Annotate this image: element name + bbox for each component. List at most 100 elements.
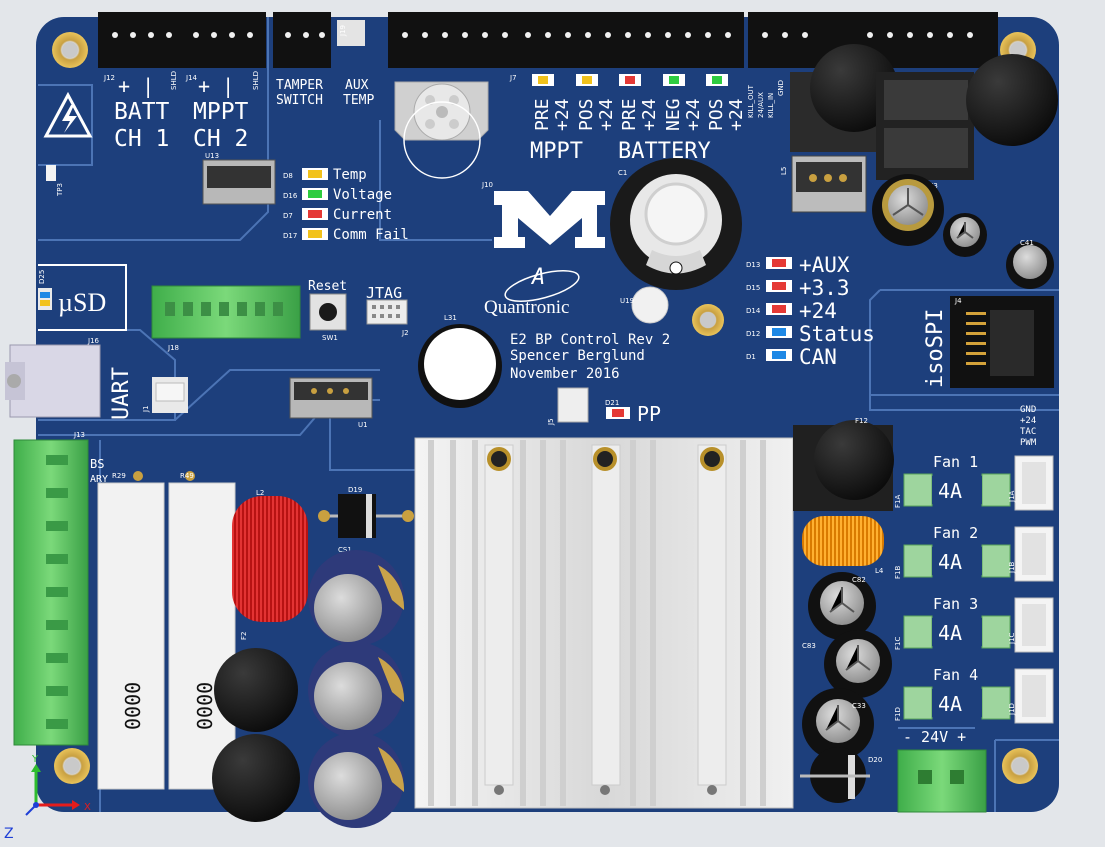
v24-label: - 24V + bbox=[903, 728, 966, 746]
relay-label-bottom: +24 bbox=[596, 98, 617, 131]
top-connector-headers bbox=[98, 12, 998, 68]
refdes-l2: L2 bbox=[256, 489, 264, 497]
rail-led-label: +AUX bbox=[799, 253, 850, 277]
u19-component bbox=[631, 286, 669, 324]
fan-fuse-refdes: F1D bbox=[894, 707, 902, 721]
status-led-label: Voltage bbox=[333, 187, 392, 203]
status-led-refdes: D16 bbox=[283, 192, 298, 200]
fan-fuse-holder bbox=[903, 544, 933, 578]
refdes-f2: F2 bbox=[240, 632, 248, 640]
l2-toroid-inductor: L2 bbox=[232, 489, 308, 622]
fan-fuse-holder bbox=[903, 686, 933, 720]
refdes-j5: J5 bbox=[547, 418, 555, 426]
j11-small-connector: J1 bbox=[142, 377, 188, 413]
refdes-d25: D25 bbox=[38, 270, 46, 284]
board-author: Spencer Berglund bbox=[510, 348, 645, 364]
fan-header-pin-label: PWM bbox=[1020, 438, 1037, 448]
refdes-j1: J1 bbox=[142, 405, 150, 413]
relay-label-top: POS bbox=[706, 98, 727, 131]
refdes-c41: C41 bbox=[1020, 239, 1034, 247]
shld-label-1: SHLD bbox=[170, 71, 178, 90]
fan-fuse-rating: 4A bbox=[938, 550, 962, 574]
quantronic-logo: A Quantronic bbox=[484, 265, 580, 318]
refdes-j19: J19 bbox=[339, 25, 347, 37]
j10-circular-connector: J10 bbox=[394, 81, 493, 189]
relay-label-bottom: +24 bbox=[552, 98, 573, 131]
refdes-j12: J12 bbox=[103, 74, 115, 82]
gnd-top-label: GND bbox=[777, 80, 785, 96]
status-led-label: Temp bbox=[333, 167, 367, 183]
status-led-lens bbox=[308, 190, 322, 198]
shld-label-2: SHLD bbox=[252, 71, 260, 90]
fan-label: Fan 4 bbox=[933, 666, 978, 684]
fan-connector-refdes: J1C bbox=[1008, 632, 1016, 645]
r49-power-resistor: R49 0000 bbox=[168, 471, 236, 790]
status-led-lens bbox=[308, 210, 322, 218]
j4-isospi-jack: J4 bbox=[950, 296, 1054, 388]
uart-connector: J16 UART bbox=[5, 337, 134, 420]
refdes-u13: U13 bbox=[205, 152, 219, 160]
fan-fuse bbox=[932, 547, 982, 575]
refdes-sw1: SW1 bbox=[322, 334, 338, 342]
axis-z-label: Z bbox=[4, 826, 14, 842]
fan-fuse-refdes: F1A bbox=[894, 495, 902, 508]
refdes-c33: C33 bbox=[852, 702, 866, 710]
rail-led-label: +3.3 bbox=[799, 276, 850, 300]
status-led-label: Comm Fail bbox=[333, 227, 409, 243]
rail-led-lens bbox=[772, 282, 786, 290]
right-power-section: F12 L4 C82 C83 C33 D20 bbox=[793, 417, 894, 803]
relay-led-lens bbox=[582, 76, 592, 84]
rail-led-refdes: D13 bbox=[746, 261, 760, 269]
rail-led-refdes: D15 bbox=[746, 284, 760, 292]
fan-label: Fan 2 bbox=[933, 524, 978, 542]
relay-label-top: PRE bbox=[532, 98, 553, 131]
relay-led-lens bbox=[669, 76, 679, 84]
fan-fuse-holder bbox=[981, 615, 1011, 649]
aux-label: AUX bbox=[345, 78, 369, 93]
fan-header-pin-label: +24 bbox=[1020, 416, 1036, 426]
top-right-power-components: L5 SW3 bbox=[780, 44, 1058, 213]
refdes-d19: D19 bbox=[348, 486, 362, 494]
fan-fuse-holder bbox=[981, 473, 1011, 507]
mppt-ch2-label: CH 2 bbox=[193, 126, 248, 152]
mppt-polarity: + | bbox=[198, 74, 234, 98]
r29-power-resistor: R29 0000 bbox=[97, 471, 165, 790]
refdes-j18: J18 bbox=[167, 344, 179, 352]
quantronic-logo-letter: A bbox=[530, 265, 545, 290]
tamper-label: TAMPER bbox=[276, 78, 323, 93]
refdes-j10: J10 bbox=[481, 181, 493, 189]
reset-button[interactable] bbox=[309, 293, 347, 331]
relay-label-bottom: +24 bbox=[683, 98, 704, 131]
quantronic-logo-text: Quantronic bbox=[484, 297, 569, 318]
r29-value: 0000 bbox=[121, 682, 145, 730]
fan-fuse-holder bbox=[903, 615, 933, 649]
refdes-tp3: TP3 bbox=[56, 183, 64, 197]
fan-fuse-holder bbox=[981, 544, 1011, 578]
isospi-label: isoSPI bbox=[923, 309, 948, 388]
heatsink bbox=[414, 437, 794, 809]
temp-label: TEMP bbox=[343, 93, 374, 108]
refdes-j16: J16 bbox=[87, 337, 100, 345]
refdes-cs1: CS1 bbox=[338, 546, 352, 554]
jtag-header bbox=[366, 299, 408, 325]
relay-led-lens bbox=[625, 76, 635, 84]
rail-led-lens bbox=[772, 328, 786, 336]
kill-out-label: KILL_OUT bbox=[747, 84, 755, 118]
fan-fuse bbox=[932, 618, 982, 646]
relay-led-lens bbox=[538, 76, 548, 84]
fan-fuse-rating: 4A bbox=[938, 692, 962, 716]
rail-led-lens bbox=[772, 351, 786, 359]
fan-label: Fan 1 bbox=[933, 453, 978, 471]
top-right-capacitors: C41 bbox=[872, 174, 1054, 289]
refdes-c83: C83 bbox=[802, 642, 816, 650]
refdes-d21: D21 bbox=[605, 399, 619, 407]
refdes-u19: U19 bbox=[620, 297, 634, 305]
